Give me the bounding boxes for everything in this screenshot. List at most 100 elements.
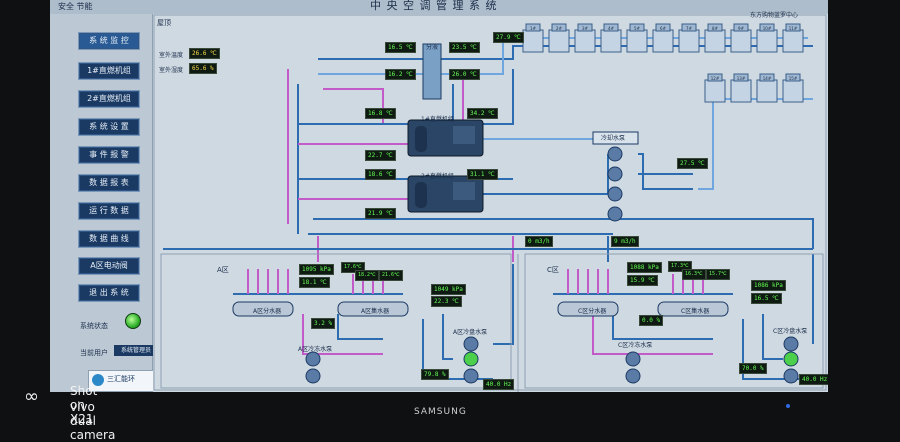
zone-a-pump-label: A区冷冻水泵 <box>298 346 333 353</box>
nav-chiller-2[interactable]: 2#直燃机组 <box>78 90 140 108</box>
current-user-value: 系统管理员 <box>114 345 158 356</box>
flow-reading-1: 0 m3/h <box>525 236 553 247</box>
cooling-tower-label: 1# <box>530 26 537 31</box>
cooling-tower-icon: 8# <box>704 23 726 53</box>
temp-reading-5: 26.0 ℃ <box>449 69 480 80</box>
zone-c-branch-temp-3: 15.7℃ <box>706 269 730 280</box>
temp-reading-4: 16.2 ℃ <box>385 69 416 80</box>
zone-a-frequency: 40.0 Hz <box>483 379 515 390</box>
nav-chiller-1[interactable]: 1#直燃机组 <box>78 62 140 80</box>
cooling-tower-label: 2# <box>556 26 563 31</box>
watermark-line-1: Shot on X21 <box>70 384 98 426</box>
top-right-text: 东方购物蓝罗中心 <box>750 12 799 19</box>
zone-a-branch-temp-1: 17.6℃ <box>341 262 365 273</box>
nav-run-data[interactable]: 运 行 数 据 <box>78 202 140 220</box>
zone-a-return-pressure: 1049 kPa <box>431 284 466 295</box>
temp-reading-10: 31.1 ℃ <box>467 169 498 180</box>
nav-system-settings[interactable]: 系 统 设 置 <box>78 118 140 136</box>
nav-data-curve[interactable]: 数 据 曲 线 <box>78 230 140 248</box>
zone-c-supply-temp: 15.9 ℃ <box>627 275 658 286</box>
cooling-pump-label: 冷却水泵 <box>601 135 626 142</box>
cooling-tower-icon: 14# <box>756 73 778 103</box>
outdoor-humidity-value: 65.6 % <box>189 63 217 74</box>
temp-reading-1: 16.5 ℃ <box>385 42 416 53</box>
temp-reading-3: 27.9 ℃ <box>493 32 524 43</box>
temp-reading-11: 21.9 ℃ <box>365 208 396 219</box>
cooling-tower-label: 13# <box>737 76 746 81</box>
cooling-tower-icon: 12# <box>704 73 726 103</box>
cooling-towers: 1# 2# 3# 4# 5# 6# 7# 8# 9# 10# 11# 12# 13# 14# 15# <box>522 23 804 103</box>
zone-c-pressure: 1088 kPa <box>627 262 662 273</box>
main-panel: 1# 2# 3# 4# 5# 6# 7# 8# 9# 10# 11# 12# 13# 14# 15# <box>153 14 828 392</box>
current-user-label: 当前用户 <box>80 349 108 357</box>
monitor-screen: 安全 节能 中 央 空 调 管 理 系 统 系 统 监 控 1#直燃机组 2#直… <box>50 0 828 392</box>
cooling-tower-icon: 1# <box>522 23 544 53</box>
zone-a-label: A区 <box>217 266 229 274</box>
zone-c-branch-temp-2: 16.3℃ <box>682 269 706 280</box>
cooling-tower-icon: 5# <box>626 23 648 53</box>
zone-c-percent: 70.0 % <box>739 363 767 374</box>
temp-reading-6: 16.8 ℃ <box>365 108 396 119</box>
temp-reading-8: 22.7 ℃ <box>365 150 396 161</box>
nav-event-alarm[interactable]: 事 件 报 警 <box>78 146 140 164</box>
zone-c-return-pressure: 1086 kPa <box>751 280 786 291</box>
cooling-tower-icon: 9# <box>730 23 752 53</box>
cooling-tower-icon: 11# <box>782 23 804 53</box>
outdoor-temp-label: 室外温度 <box>159 52 184 59</box>
cooling-tower-label: 3# <box>582 26 589 31</box>
flow-reading-2: 9 m3/h <box>611 236 639 247</box>
zone-a-return-label: A区集水器 <box>361 308 390 315</box>
cooling-tower-icon: 4# <box>600 23 622 53</box>
zone-c-label: C区 <box>547 266 559 274</box>
sidebar: 系 统 监 控 1#直燃机组 2#直燃机组 系 统 设 置 事 件 报 警 数 … <box>50 14 158 392</box>
cooling-tower-icon: 7# <box>678 23 700 53</box>
zone-a-percent: 79.8 % <box>421 369 449 380</box>
roof-label: 屋顶 <box>157 19 171 27</box>
zone-c-secondary-label: C区冷盘水泵 <box>773 328 808 335</box>
zone-a-branch-temp-2: 18.2℃ <box>355 270 379 281</box>
cooling-tower-icon: 13# <box>730 73 752 103</box>
cooling-tower-label: 4# <box>608 26 615 31</box>
cooling-tower-label: 6# <box>660 26 667 31</box>
company-logo: 三汇能环 <box>88 370 154 392</box>
cooling-tower-label: 7# <box>686 26 693 31</box>
top-left-text: 安全 节能 <box>58 2 93 11</box>
nav-exit-system[interactable]: 退 出 系 统 <box>78 284 140 302</box>
zone-a-return-temp: 22.3 ℃ <box>431 296 462 307</box>
zone-c-return-temp: 16.5 ℃ <box>751 293 782 304</box>
temp-reading-9: 18.6 ℃ <box>365 169 396 180</box>
cooling-tower-label: 10# <box>763 26 772 31</box>
zone-a-valve-open: 3.2 % <box>311 318 336 329</box>
cooling-tower-label: 14# <box>763 76 772 81</box>
nav-data-report[interactable]: 数 据 报 表 <box>78 174 140 192</box>
window-title: 中 央 空 调 管 理 系 统 <box>370 0 498 12</box>
cooling-tower-label: 15# <box>789 76 798 81</box>
cooling-tower-icon: 6# <box>652 23 674 53</box>
cooling-tower-label: 5# <box>634 26 641 31</box>
cooling-tower-label: 9# <box>738 26 745 31</box>
nav-zone-a-valve[interactable]: A区电动阀 <box>78 257 140 275</box>
cooling-tower-icon: 2# <box>548 23 570 53</box>
zone-c-supply-label: C区分水器 <box>578 308 607 315</box>
camera-logo-icon: ∞ <box>24 386 39 407</box>
system-status-indicator <box>125 313 141 329</box>
outdoor-temp-value: 26.6 ℃ <box>189 48 220 59</box>
cooling-tower-icon: 15# <box>782 73 804 103</box>
nav-system-monitor[interactable]: 系 统 监 控 <box>78 32 140 50</box>
title-bar: 安全 节能 中 央 空 调 管 理 系 统 <box>50 0 828 14</box>
power-led <box>786 404 790 408</box>
zone-a-pressure: 1095 kPa <box>299 264 334 275</box>
cooling-tower-label: 12# <box>711 76 720 81</box>
temp-reading-7: 34.2 ℃ <box>467 108 498 119</box>
system-status-label: 系统状态 <box>80 322 108 330</box>
temp-reading-12: 27.5 ℃ <box>677 158 708 169</box>
zone-a-secondary-label: A区冷盘水泵 <box>453 329 488 336</box>
zone-c-return-label: C区集水器 <box>681 308 710 315</box>
manifold-label: 分液 <box>426 44 439 51</box>
monitor-brand: SAMSUNG <box>414 407 467 417</box>
temp-reading-2: 23.5 ℃ <box>449 42 480 53</box>
chiller-2-label: 2#直燃机组 <box>421 173 454 180</box>
zone-c-frequency: 40.0 Hz <box>799 374 828 385</box>
zone-a-supply-temp: 18.1 ℃ <box>299 277 330 288</box>
zone-a-supply-label: A区分水器 <box>253 308 282 315</box>
